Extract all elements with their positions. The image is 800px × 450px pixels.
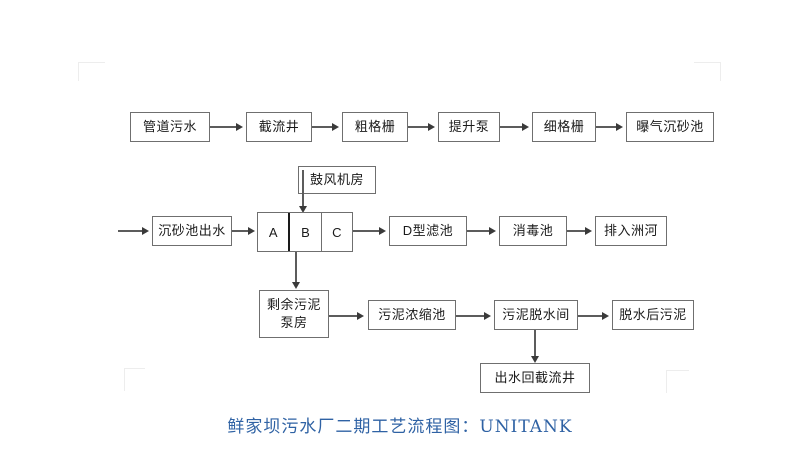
page-frame-mark-top-right bbox=[694, 62, 721, 81]
arrow-to-effluent-return-well bbox=[531, 356, 539, 363]
page-frame-mark-top-left bbox=[78, 62, 105, 81]
node-dewatered-sludge[interactable]: 脱水后污泥 bbox=[612, 300, 694, 330]
connector-fine-grille-to-aerated-grit bbox=[596, 126, 618, 128]
arrow-to-unitank-from-blower bbox=[299, 206, 307, 213]
connector-dewatering-room-to-effluent-return-well bbox=[534, 330, 536, 358]
arrow-to-sludge-thickener bbox=[357, 312, 364, 320]
connector-d-type-filter-to-disinfection bbox=[467, 230, 491, 232]
node-discharge-to-river[interactable]: 排入洲河 bbox=[595, 216, 667, 246]
node-unitank-reactor[interactable]: A B C bbox=[257, 212, 353, 252]
unitank-cell-c[interactable]: C bbox=[320, 213, 352, 251]
figure-caption: 鲜家坝污水厂二期工艺流程图：UNITANK bbox=[227, 417, 573, 437]
connector-blower-room-to-unitank bbox=[302, 170, 304, 210]
arrow-to-coarse-grille bbox=[332, 123, 339, 131]
page-frame-mark-bottom-right bbox=[666, 370, 689, 393]
arrow-to-unitank bbox=[248, 227, 255, 235]
arrow-to-lift-pump bbox=[428, 123, 435, 131]
connector-sludge-pump-house-to-thickener bbox=[329, 315, 359, 317]
arrow-to-discharge-river bbox=[585, 227, 592, 235]
connector-thickener-to-dewatering-room bbox=[456, 315, 486, 317]
page-frame-mark-bottom-left bbox=[124, 368, 145, 391]
connector-unitank-to-d-type-filter bbox=[353, 230, 381, 232]
node-d-type-filter[interactable]: D型滤池 bbox=[389, 216, 467, 246]
arrow-to-interception-well bbox=[236, 123, 243, 131]
arrow-inflow-to-grit-effluent bbox=[142, 227, 149, 235]
arrow-to-dewatering-room bbox=[484, 312, 491, 320]
node-surplus-sludge-pump-house[interactable]: 剩余污泥 泵房 bbox=[259, 290, 329, 338]
node-pipe-sewage[interactable]: 管道污水 bbox=[130, 112, 210, 142]
node-lift-pump[interactable]: 提升泵 bbox=[438, 112, 500, 142]
connector-dewatering-room-to-dewatered-sludge bbox=[578, 315, 604, 317]
arrow-to-sludge-pump-house bbox=[292, 282, 300, 289]
node-coarse-grille[interactable]: 粗格栅 bbox=[342, 112, 408, 142]
node-sludge-dewatering-room[interactable]: 污泥脱水间 bbox=[494, 300, 578, 330]
arrow-to-dewatered-sludge bbox=[602, 312, 609, 320]
connector-lift-pump-to-fine-grille bbox=[500, 126, 524, 128]
connector-pipe-sewage-to-interception-well bbox=[210, 126, 238, 128]
node-effluent-return-to-interception-well[interactable]: 出水回截流井 bbox=[480, 363, 590, 393]
arrow-to-disinfection-tank bbox=[489, 227, 496, 235]
connector-unitank-to-sludge-pump-house bbox=[295, 252, 297, 284]
node-interception-well[interactable]: 截流井 bbox=[246, 112, 312, 142]
connector-interception-well-to-coarse-grille bbox=[312, 126, 334, 128]
connector-coarse-grille-to-lift-pump bbox=[408, 126, 430, 128]
node-fine-grille[interactable]: 细格栅 bbox=[532, 112, 596, 142]
connector-inflow-to-grit-effluent bbox=[118, 230, 144, 232]
connector-disinfection-to-discharge bbox=[567, 230, 587, 232]
node-disinfection-tank[interactable]: 消毒池 bbox=[499, 216, 567, 246]
connector-grit-effluent-to-unitank bbox=[232, 230, 250, 232]
node-blower-room[interactable]: 鼓风机房 bbox=[298, 166, 376, 194]
unitank-cell-a[interactable]: A bbox=[268, 224, 278, 240]
arrow-to-fine-grille bbox=[522, 123, 529, 131]
arrow-to-aerated-grit bbox=[616, 123, 623, 131]
unitank-cell-b[interactable]: B bbox=[288, 213, 320, 251]
arrow-to-d-type-filter bbox=[379, 227, 386, 235]
node-aerated-grit-chamber[interactable]: 曝气沉砂池 bbox=[626, 112, 714, 142]
node-sludge-thickener[interactable]: 污泥浓缩池 bbox=[368, 300, 456, 330]
node-grit-chamber-effluent[interactable]: 沉砂池出水 bbox=[152, 216, 232, 246]
